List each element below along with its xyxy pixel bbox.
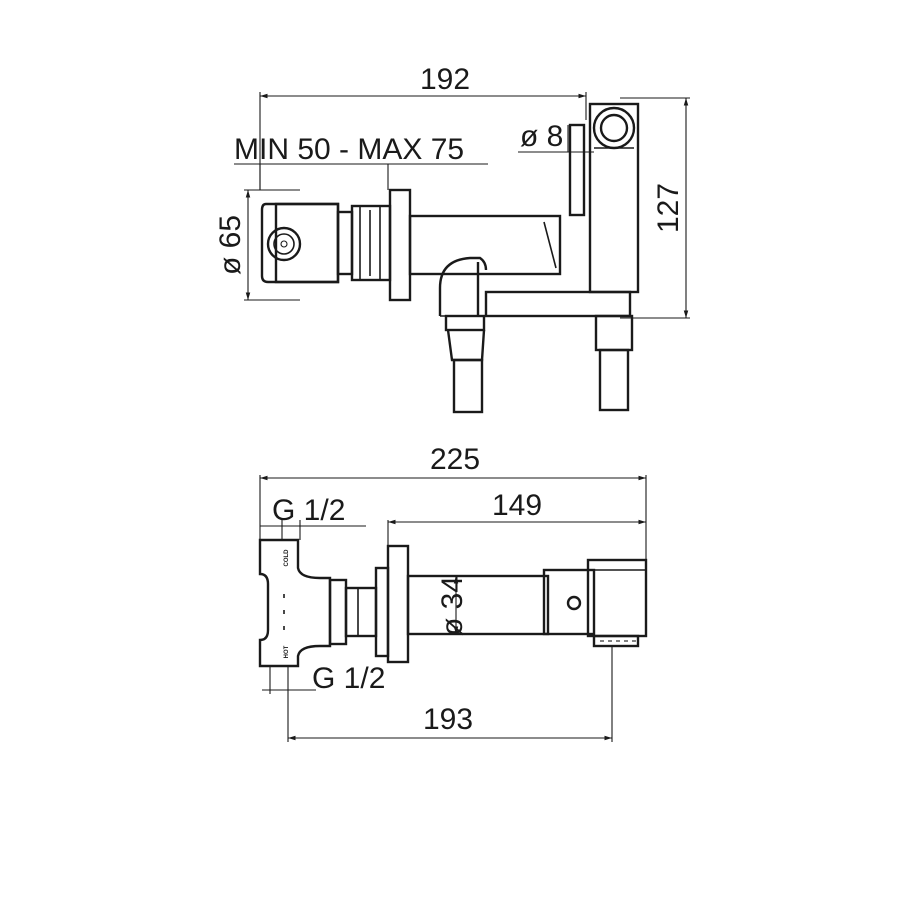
hose-top [444, 314, 486, 414]
shower-head-side [586, 558, 648, 648]
dim-body-label: ø 34 [436, 576, 469, 636]
dim-width-label: 192 [420, 63, 470, 96]
elbow-top [438, 256, 632, 318]
dim-height-label: 127 [652, 183, 685, 233]
label-hot: HOT [284, 645, 290, 658]
valve-body-top [260, 188, 412, 302]
shower-handle-top [588, 102, 640, 412]
body-cylinder-side [406, 568, 596, 636]
side-view: 225 G 1/2 149 COLD HOT [258, 443, 648, 742]
dim-thread-top-label: G 1/2 [272, 494, 345, 527]
dim-thread-bottom-label: G 1/2 [312, 662, 385, 695]
dim-pin-label: ø 8 [520, 120, 563, 153]
spout-pipe-top [408, 123, 586, 276]
dim-diameter-label: ø 65 [214, 215, 247, 275]
dim-range-label: MIN 50 - MAX 75 [234, 133, 464, 166]
dim-total-label: 225 [430, 443, 480, 476]
label-cold: COLD [284, 549, 290, 567]
dim-bottom-label: 193 [423, 703, 473, 736]
top-view: 192 MIN 50 - MAX 75 ø 8 127 ø 65 [214, 63, 690, 414]
dim-spout-label: 149 [492, 489, 542, 522]
valve-body-side: COLD HOT [258, 538, 410, 668]
